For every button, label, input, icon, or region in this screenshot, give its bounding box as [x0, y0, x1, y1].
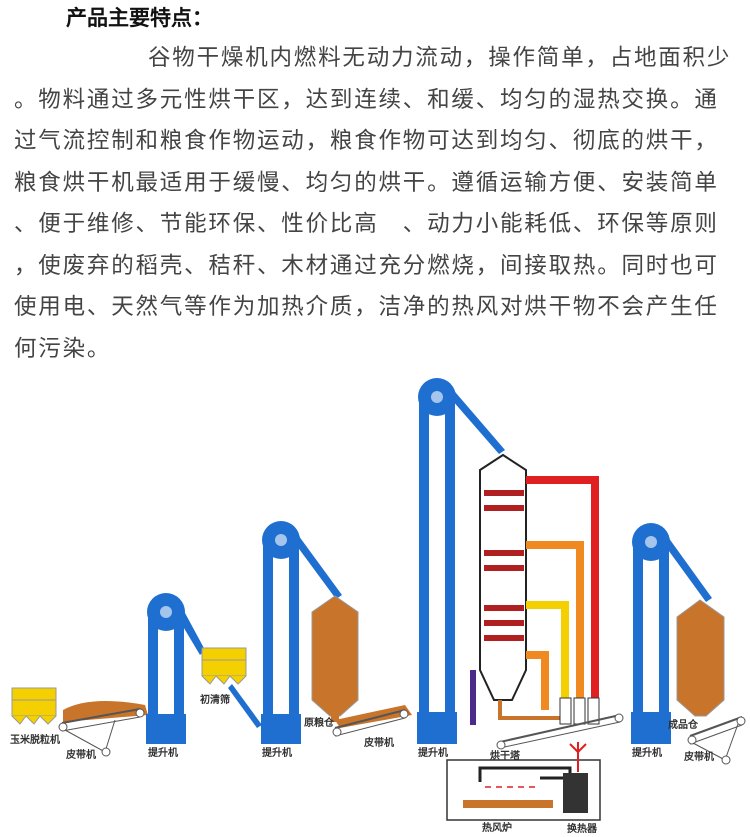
belt-conveyor-2 — [332, 705, 412, 737]
dryer-tower — [470, 453, 560, 725]
raw-grain-bin — [311, 595, 359, 722]
label-raw-bin: 原粮仓 — [304, 716, 335, 729]
product-bin — [676, 599, 725, 717]
dryer-belt — [496, 713, 624, 750]
section-title: 产品主要特点： — [66, 6, 213, 30]
label-belt-2: 皮带机 — [363, 736, 394, 749]
label-belt-1: 皮带机 — [65, 748, 96, 761]
bucket-elevator-1 — [146, 593, 205, 744]
paragraph-line: ，使废弃的稻壳、秸秆、木材通过充分燃烧，间接取热。同时也可 — [14, 252, 719, 279]
belt-conveyor-1 — [58, 701, 148, 757]
bucket-elevator-2 — [261, 521, 342, 744]
paragraph-line: 使用电、天然气等作为加热介质，洁净的热风对烘干物不会产生任 — [14, 294, 719, 320]
hot-air-ducts — [526, 476, 599, 710]
hot-air-furnace — [446, 742, 601, 821]
label-product-bin: 成品仓 — [668, 718, 699, 731]
label-elevator-3: 提升机 — [418, 746, 448, 759]
label-pre-cleaner: 初清筛 — [200, 693, 230, 706]
label-corn-sheller: 玉米脱粒机 — [10, 733, 60, 746]
feature-paragraph: 谷物干燥机内燃料无动力流动，操作简单，占地面积少 。物料通过多元性烘干区，达到连… — [14, 38, 744, 370]
label-dryer-tower: 烘干塔 — [490, 749, 521, 762]
label-elevator-4: 提升机 — [632, 746, 662, 759]
paragraph-line: 粮食烘干机最适用于缓慢、均匀的烘干。遵循运输方便、安装简单 — [14, 169, 719, 196]
paragraph-line: 、便于维修、节能环保、性价比高 、动力小能耗低、环保等原则 — [14, 211, 719, 237]
paragraph-line: 。物料通过多元性烘干区，达到连续、和缓、均匀的湿热交换。通 — [14, 86, 719, 113]
label-hot-air-furnace: 热风炉 — [482, 821, 512, 834]
paragraph-line: 谷物干燥机内燃料无动力流动，操作简单，占地面积少 — [148, 45, 732, 71]
label-heat-exchanger: 换热器 — [567, 822, 598, 835]
bucket-elevator-4 — [631, 523, 712, 744]
label-elevator-1: 提升机 — [148, 746, 178, 759]
paragraph-line: 过气流控制和粮食作物运动，粮食作物可达到均匀、彻底的烘干， — [14, 128, 719, 154]
belt-conveyor-3 — [687, 716, 746, 765]
corn-sheller — [11, 687, 57, 725]
paragraph-line: 何污染。 — [14, 335, 112, 362]
label-elevator-2: 提升机 — [262, 746, 292, 759]
pre-cleaner — [201, 647, 262, 728]
bucket-elevator-3 — [417, 378, 505, 744]
label-belt-3: 皮带机 — [683, 750, 714, 763]
